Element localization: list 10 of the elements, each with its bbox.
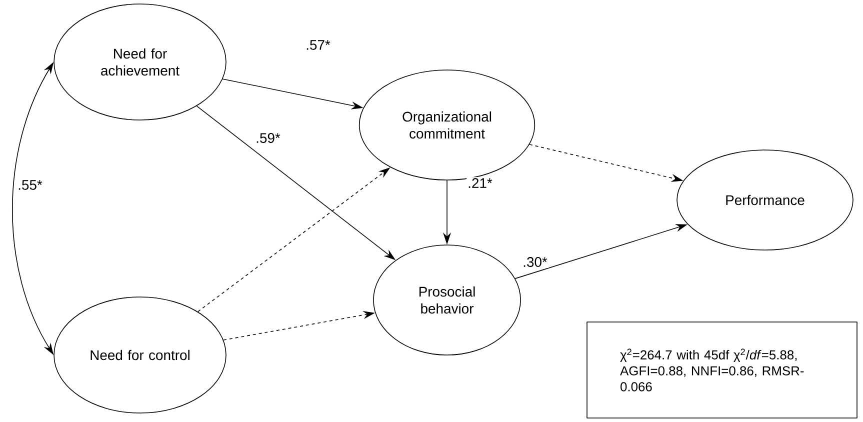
edge-label: .59* <box>254 132 282 144</box>
ellipse-node: Performance <box>676 150 854 250</box>
ellipse-node: Need for achievement <box>54 4 226 120</box>
edge-label: .57* <box>304 39 332 51</box>
ellipse-node: Prosocial behavior <box>373 244 521 356</box>
ellipse-node: Need for control <box>54 296 226 414</box>
edge-label: .21* <box>466 177 494 189</box>
edge-label: .30* <box>522 256 548 268</box>
fit-statistics-box: χ$^{2}$=264.7 with 45df χ$^{2}$/df=5.88, AGFI=0.88, NNFI=0.86, RMSR-0.066 <box>586 322 858 418</box>
edge-label: .55* <box>16 179 44 191</box>
